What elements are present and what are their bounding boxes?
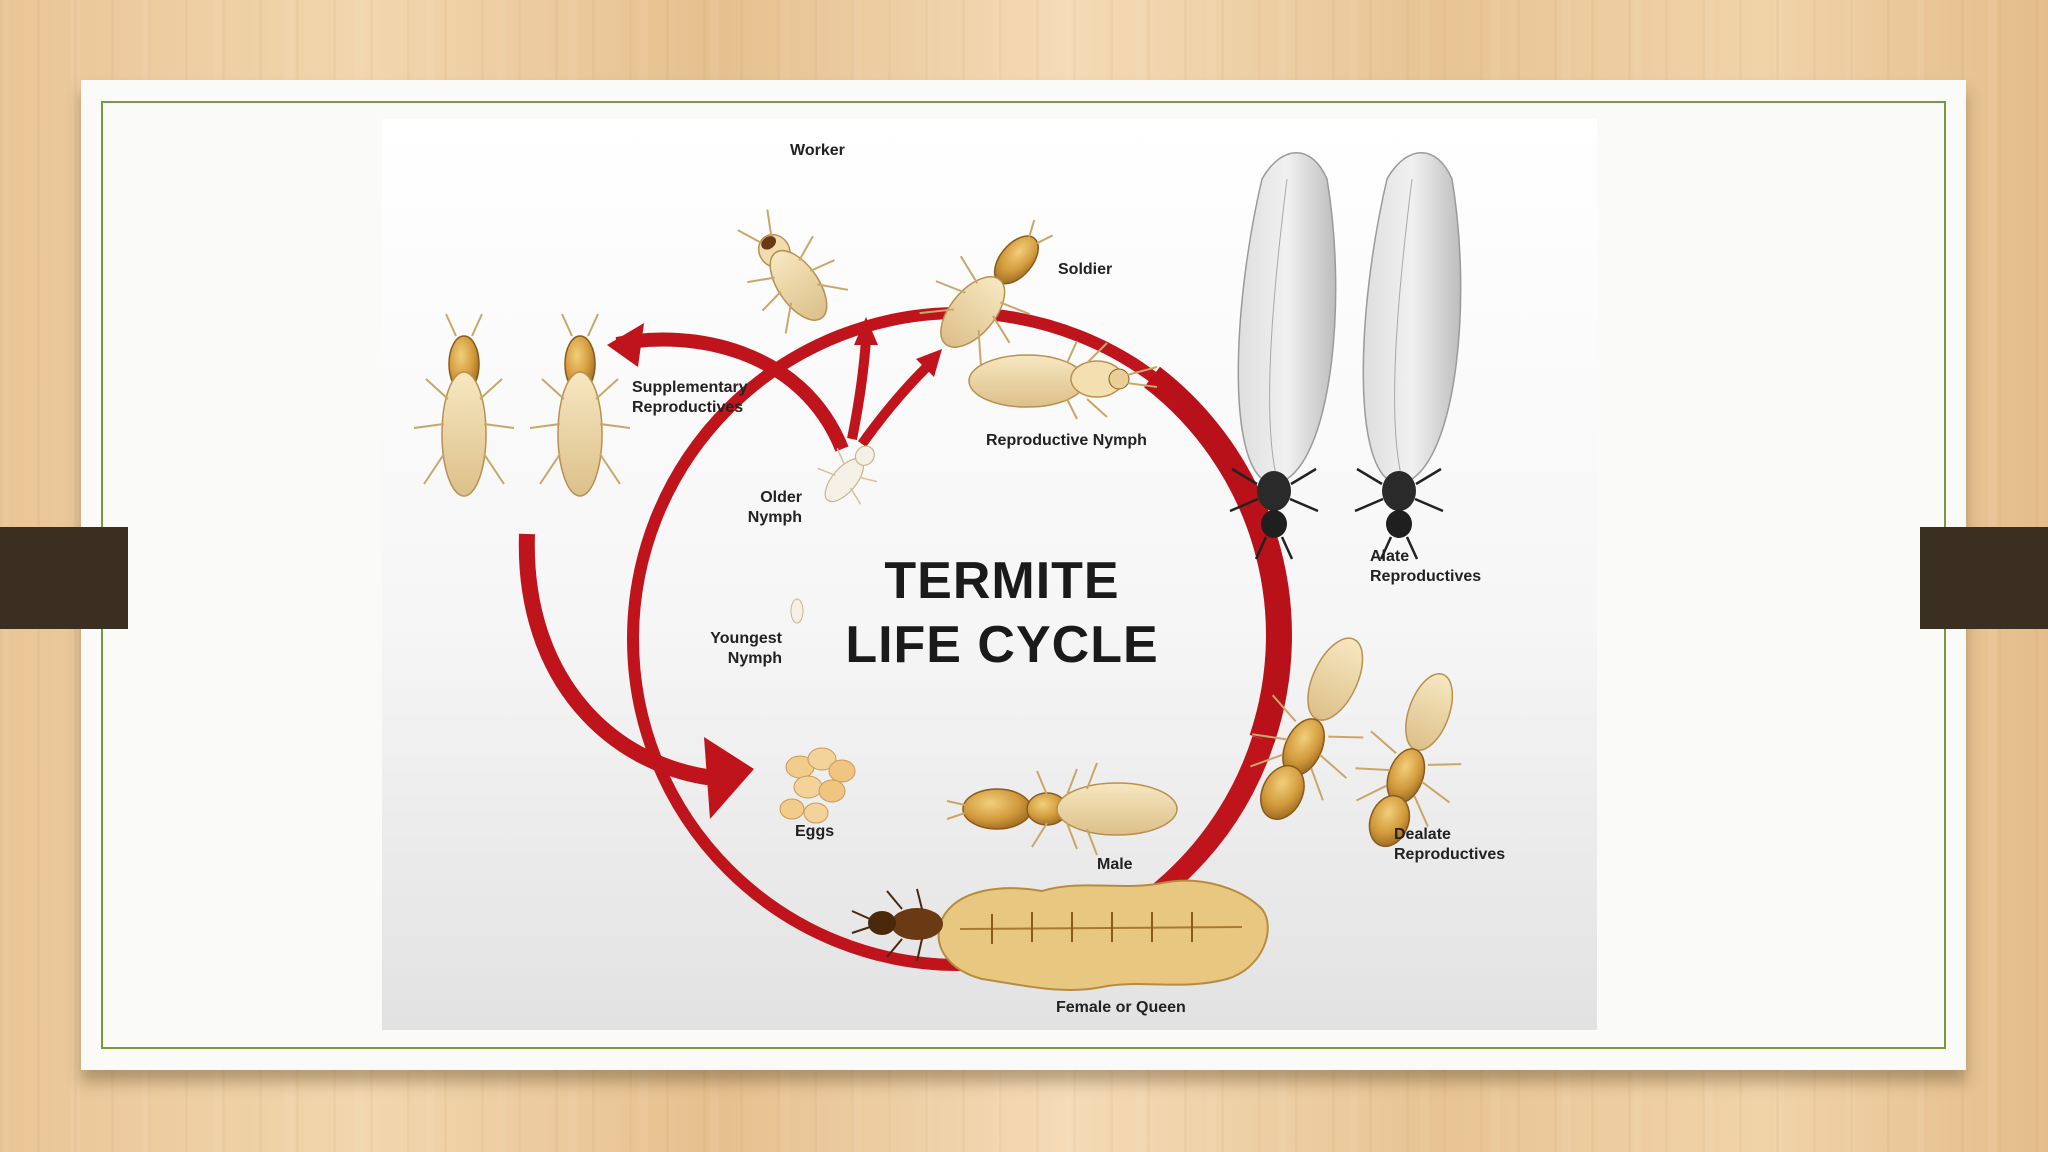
youngest-nymph xyxy=(790,598,804,624)
dealate-reproductive-2 xyxy=(1355,673,1462,848)
label-worker: Worker xyxy=(790,142,845,159)
left-tab xyxy=(0,527,128,629)
arrow-to-eggs xyxy=(518,533,723,787)
label-male: Male xyxy=(1097,856,1133,873)
label-female-or-queen: Female or Queen xyxy=(1056,999,1186,1016)
arrow-to-soldier xyxy=(857,360,934,447)
arrow-to-supplementary xyxy=(615,332,849,452)
soldier-termite xyxy=(919,219,1054,365)
label-youngest-nymph: Youngest Nymph xyxy=(710,630,782,667)
termite-life-cycle-diagram: TERMITE LIFE CYCLE Worker Soldier Supple… xyxy=(382,119,1597,1030)
arrow-to-worker xyxy=(847,338,871,440)
diagram-title: TERMITE LIFE CYCLE xyxy=(845,552,1159,674)
label-soldier: Soldier xyxy=(1058,261,1113,278)
male-termite xyxy=(946,762,1178,856)
right-tab xyxy=(1920,527,2048,629)
label-dealate-reproductives: Dealate Reproductives xyxy=(1394,826,1506,863)
dealate-reproductive-1 xyxy=(1250,637,1364,820)
reproductive-nymph xyxy=(968,340,1158,420)
arrow-to-eggs-head xyxy=(704,737,754,819)
alate-reproductive-1 xyxy=(1229,152,1337,560)
label-supplementary-reproductives: Supplementary Reproductives xyxy=(632,379,748,416)
older-nymph xyxy=(817,445,878,505)
worker-termite xyxy=(737,209,849,334)
arrow-to-worker-head xyxy=(854,317,878,345)
supplementary-reproductive-1 xyxy=(413,313,515,497)
label-older-nymph: Older Nymph xyxy=(747,489,802,526)
diagram-graphics xyxy=(413,152,1462,991)
arrow-to-soldier-head xyxy=(916,349,942,377)
supplementary-reproductive-2 xyxy=(529,313,631,497)
eggs-cluster xyxy=(779,747,856,824)
label-alate-reproductives: Alate Reproductives xyxy=(1370,548,1482,585)
queen-termite xyxy=(851,879,1269,991)
arrow-to-supplementary-head xyxy=(607,323,644,367)
label-eggs: Eggs xyxy=(795,823,835,840)
alate-reproductive-2 xyxy=(1354,152,1462,560)
label-reproductive-nymph: Reproductive Nymph xyxy=(986,432,1147,449)
